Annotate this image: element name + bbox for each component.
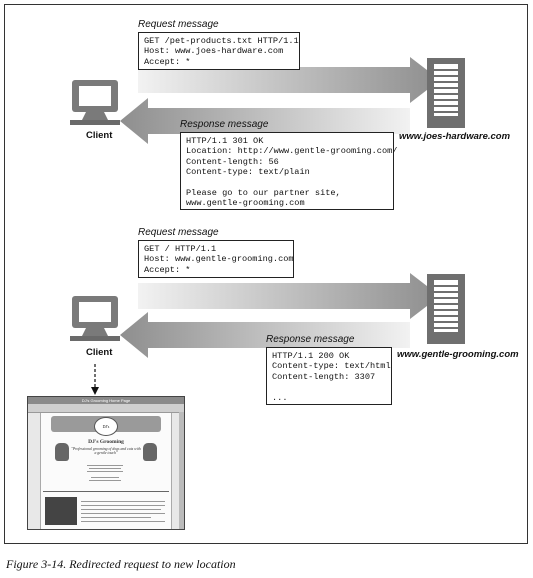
response-line: HTTP/1.1 200 OK bbox=[272, 351, 350, 361]
figure-frame bbox=[4, 4, 528, 544]
address-line bbox=[89, 480, 121, 481]
server-label: www.gentle-grooming.com bbox=[397, 349, 519, 360]
divider bbox=[43, 491, 169, 492]
display-arrow-icon bbox=[91, 364, 99, 395]
site-title: DJ's Grooming bbox=[88, 439, 124, 445]
response-arrow-bottom bbox=[120, 312, 410, 358]
response-line: Content-type: text/plain bbox=[186, 167, 310, 178]
response-line bbox=[186, 178, 388, 188]
request-message-box: GET / HTTP/1.1 Host: www.gentle-grooming… bbox=[138, 240, 294, 278]
site-tagline: "Professional grooming of dogs and cats … bbox=[71, 447, 141, 455]
address-line bbox=[87, 471, 123, 472]
cat-icon bbox=[143, 443, 157, 461]
response-line: Location: http://www.gentle-grooming.com… bbox=[186, 146, 398, 157]
server-icon bbox=[427, 58, 465, 128]
figure-caption: Figure 3-14. Redirected request to new l… bbox=[6, 557, 236, 571]
client-computer-icon bbox=[70, 296, 120, 341]
cat-icon bbox=[55, 443, 69, 461]
request-line: Host: www.joes-hardware.com bbox=[144, 46, 284, 57]
response-line: HTTP/1.1 301 OK bbox=[186, 136, 264, 146]
body-text-line bbox=[81, 517, 151, 518]
address-line bbox=[89, 468, 121, 469]
response-line: Content-length: 3307 bbox=[272, 371, 376, 382]
request-message-label: Request message bbox=[138, 227, 219, 238]
response-line: Content-length: 56 bbox=[186, 156, 279, 167]
client-label: Client bbox=[86, 130, 113, 141]
browser-window-title: DJ's Grooming Home Page bbox=[28, 397, 184, 404]
browser-scrollbar bbox=[179, 412, 184, 529]
request-line: Accept: * bbox=[144, 56, 191, 67]
address-line bbox=[91, 477, 119, 478]
response-line: ... bbox=[272, 392, 288, 403]
browser-toolbar bbox=[28, 404, 184, 413]
response-message-box: HTTP/1.1 200 OK Content-type: text/html … bbox=[266, 347, 392, 405]
request-line: Accept: * bbox=[144, 264, 191, 275]
client-label: Client bbox=[86, 347, 113, 358]
address-line bbox=[87, 465, 123, 466]
response-line: www.gentle-grooming.com bbox=[186, 198, 305, 209]
body-text-line bbox=[81, 521, 165, 522]
site-logo: DJ's bbox=[94, 417, 118, 436]
request-arrow-bottom bbox=[138, 273, 440, 319]
body-text-line bbox=[81, 505, 165, 506]
body-text-line bbox=[81, 501, 165, 502]
response-message-label: Response message bbox=[180, 119, 269, 130]
request-line: GET /pet-products.txt HTTP/1.1 bbox=[144, 36, 299, 46]
response-message-box: HTTP/1.1 301 OK Location: http://www.gen… bbox=[180, 132, 398, 210]
request-line: Host: www.gentle-grooming.com bbox=[144, 254, 294, 265]
server-icon bbox=[427, 274, 465, 344]
response-line bbox=[272, 382, 386, 392]
shop-photo bbox=[45, 497, 77, 525]
request-line: GET / HTTP/1.1 bbox=[144, 244, 217, 254]
client-computer-icon bbox=[70, 80, 120, 125]
request-message-box: GET /pet-products.txt HTTP/1.1 Host: www… bbox=[138, 32, 300, 70]
response-line: Please go to our partner site, bbox=[186, 188, 341, 199]
server-label: www.joes-hardware.com bbox=[399, 131, 511, 142]
body-text-line bbox=[81, 513, 165, 514]
response-line: Content-type: text/html bbox=[272, 361, 391, 372]
browser-page: DJ's DJ's Grooming "Professional groomin… bbox=[40, 413, 172, 529]
request-message-label: Request message bbox=[138, 19, 219, 30]
response-message-label: Response message bbox=[266, 334, 355, 345]
browser-screenshot: DJ's Grooming Home Page DJ's DJ's Groomi… bbox=[27, 396, 185, 530]
body-text-line bbox=[81, 509, 161, 510]
